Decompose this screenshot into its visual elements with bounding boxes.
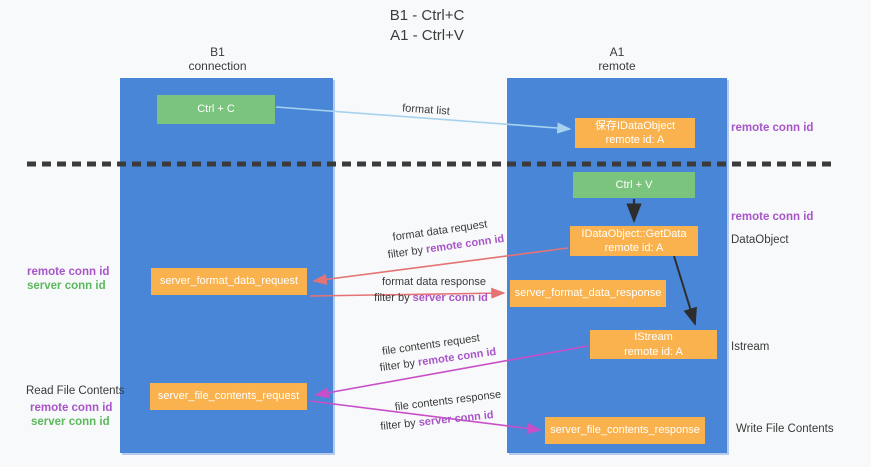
node-idataobject-getdata: IDataObject::GetData remote id: A xyxy=(570,226,698,256)
annotation-istream: Istream xyxy=(731,341,770,353)
node-save-idataobject-line2: remote id: A xyxy=(605,134,665,146)
edge-label-filter-server-1: filter by server conn id xyxy=(374,292,488,304)
annotation-remote-conn-id-mid: remote conn id xyxy=(731,211,814,223)
node-file-request-label: server_file_contents_request xyxy=(157,390,300,403)
annotation-left-server-conn-id-2: server conn id xyxy=(31,416,110,428)
node-istream: IStream remote id: A xyxy=(590,330,717,359)
diagram-title: B1 - Ctrl+C A1 - Ctrl+V xyxy=(0,6,854,45)
node-format-request-label: server_format_data_request xyxy=(159,275,299,288)
annotation-remote-conn-id-top: remote conn id xyxy=(731,122,814,134)
node-getdata-line2: remote id: A xyxy=(604,242,664,254)
node-ctrl-c: Ctrl + C xyxy=(157,95,275,124)
filter-by-text: filter by xyxy=(374,292,410,304)
node-format-response-label: server_format_data_response xyxy=(514,287,662,300)
annotation-dataobject: DataObject xyxy=(731,234,789,246)
annotation-left-remote-conn-id-2: remote conn id xyxy=(30,402,113,414)
annotation-read-file-contents: Read File Contents xyxy=(26,385,125,397)
annotation-left-remote-conn-id-1: remote conn id xyxy=(27,266,110,278)
node-ctrl-c-label: Ctrl + C xyxy=(197,103,235,116)
lane-a1-subtitle: remote xyxy=(598,59,636,74)
node-server-file-contents-response: server_file_contents_response xyxy=(545,417,705,444)
edge-label-format-data-response: format data response xyxy=(382,276,486,288)
node-save-idataobject: 保存IDataObject remote id: A xyxy=(575,118,695,148)
annotation-left-server-conn-id-1: server conn id xyxy=(27,280,106,292)
lane-a1-name: A1 xyxy=(609,45,625,59)
node-save-idataobject-line1: 保存IDataObject xyxy=(594,119,676,132)
lane-b1-name: B1 xyxy=(210,45,225,59)
server-conn-id-text: server conn id xyxy=(412,292,488,304)
node-ctrl-v: Ctrl + V xyxy=(573,172,695,198)
node-istream-line1: IStream xyxy=(634,331,673,344)
filter-by-text: filter by xyxy=(379,417,417,433)
edge-label-format-list: format list xyxy=(401,102,451,118)
node-server-format-data-request: server_format_data_request xyxy=(151,268,307,295)
lane-header-a1: A1 remote xyxy=(507,45,727,74)
filter-by-text: filter by xyxy=(379,357,416,375)
node-getdata-line1: IDataObject::GetData xyxy=(581,227,687,240)
node-ctrl-v-label: Ctrl + V xyxy=(615,178,653,191)
annotation-write-file-contents: Write File Contents xyxy=(736,423,834,435)
node-server-file-contents-request: server_file_contents_request xyxy=(150,383,307,410)
lane-b1-subtitle: connection xyxy=(188,59,247,74)
server-conn-id-text: server conn id xyxy=(418,409,495,429)
filter-by-text: filter by xyxy=(387,244,424,262)
title-line-2: A1 - Ctrl+V xyxy=(390,26,464,44)
title-line-1: B1 - Ctrl+C xyxy=(389,7,465,24)
node-istream-line2: remote id: A xyxy=(624,345,683,358)
node-server-format-data-response: server_format_data_response xyxy=(510,280,666,307)
node-file-response-label: server_file_contents_response xyxy=(550,424,700,437)
lane-header-b1: B1 connection xyxy=(120,45,315,74)
